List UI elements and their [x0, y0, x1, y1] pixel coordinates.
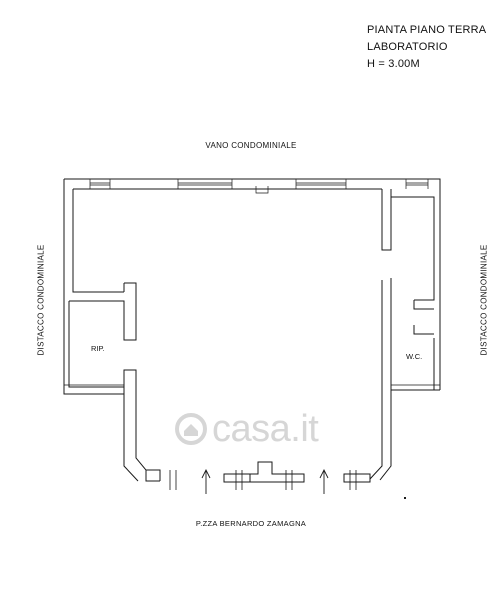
opening-jamb-1 — [169, 470, 177, 490]
walls — [63, 178, 441, 483]
window-1 — [89, 179, 111, 189]
right-outer-jamb — [379, 390, 392, 481]
room-label-storage: RIP. — [91, 344, 105, 353]
opening-jamb-2 — [235, 470, 243, 490]
arrow-up-icon — [319, 468, 329, 494]
house-icon — [175, 413, 207, 445]
window-3 — [295, 179, 347, 189]
opening-jamb-3 — [285, 470, 293, 490]
label-top-side: VANO CONDOMINIALE — [205, 141, 297, 150]
front-wall-center — [250, 461, 280, 475]
front-wall-left — [146, 469, 161, 481]
label-bottom-side: P.ZZA BERNARDO ZAMAGNA — [195, 519, 307, 528]
small-marks — [404, 497, 406, 499]
front-wall-pier-3 — [343, 473, 371, 483]
watermark-text: casa.it — [212, 408, 319, 450]
window-4 — [405, 179, 429, 189]
opening-jamb-4 — [349, 470, 357, 490]
wc-partition — [413, 300, 434, 335]
windows — [64, 179, 440, 386]
title-line-2: LABORATORIO — [367, 41, 448, 53]
inner-wall-left-upper — [72, 189, 124, 293]
outer-wall-top-right — [64, 178, 441, 390]
right-upper-stub — [381, 189, 392, 251]
outer-wall-left — [63, 179, 124, 395]
entrance-arrows — [201, 468, 329, 494]
title-line-1: PIANTA PIANO TERRA — [367, 24, 487, 36]
arrow-up-icon — [201, 468, 211, 494]
right-inner-wall — [369, 280, 383, 480]
right-upper-room — [391, 196, 435, 301]
storage-partition-upper — [69, 282, 137, 341]
front-wall-pier-1 — [223, 473, 251, 483]
drawing-title-block: PIANTA PIANO TERRA LABORATORIO H = 3.00M — [367, 22, 486, 73]
top-niche — [255, 186, 269, 194]
room-label-toilet: W.C. — [406, 352, 423, 361]
storage-partition-lower — [68, 301, 160, 482]
mark-dot — [404, 497, 406, 499]
window-2 — [177, 179, 233, 189]
front-wall-pier-2 — [250, 473, 305, 483]
openings-front — [169, 470, 357, 490]
left-jamb — [123, 370, 139, 482]
title-line-3: H = 3.00M — [367, 58, 420, 70]
